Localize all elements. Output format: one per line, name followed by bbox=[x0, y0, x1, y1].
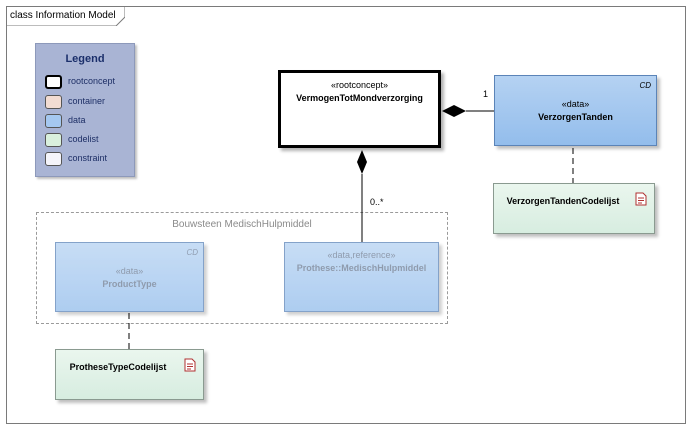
legend-swatch bbox=[45, 114, 62, 128]
legend-label: constraint bbox=[68, 153, 108, 163]
rootconcept-class[interactable]: «rootconcept» VermogenTotMondverzorging bbox=[278, 70, 441, 148]
multiplicity-label: 1 bbox=[483, 89, 489, 99]
data-class-verzorgentanden[interactable]: CD «data» VerzorgenTanden bbox=[494, 75, 657, 146]
legend-item-codelist: codelist bbox=[45, 133, 135, 149]
composition-diamond-icon bbox=[442, 105, 466, 117]
legend-swatch bbox=[45, 133, 62, 147]
codelist-class-verzorgentanden[interactable]: VerzorgenTandenCodelijst bbox=[493, 183, 655, 234]
frame-title: class Information Model bbox=[10, 10, 116, 21]
class-name: ProtheseTypeCodelijst bbox=[69, 362, 167, 372]
class-name: VerzorgenTandenCodelijst bbox=[506, 196, 620, 206]
frame-title-tab bbox=[6, 6, 125, 26]
legend-item-container: container bbox=[45, 95, 135, 111]
legend-title: Legend bbox=[65, 53, 105, 65]
class-name: Prothese::MedischHulpmiddel bbox=[296, 263, 427, 273]
data-class-prothese[interactable]: «data,reference» Prothese::MedischHulpmi… bbox=[284, 242, 439, 312]
codelist-icon bbox=[635, 192, 647, 206]
legend-swatch bbox=[45, 95, 62, 109]
class-name: ProductType bbox=[102, 279, 157, 289]
composition-diamond-icon bbox=[357, 150, 367, 174]
package-boundary[interactable] bbox=[36, 212, 448, 324]
diagram-frame bbox=[6, 6, 686, 424]
class-name: VerzorgenTanden bbox=[538, 112, 613, 122]
stereotype-label: «rootconcept» bbox=[330, 80, 389, 90]
cd-tag: CD bbox=[186, 248, 198, 257]
multiplicity-label: 0..* bbox=[370, 197, 384, 207]
package-title: Bouwsteen MedischHulpmiddel bbox=[172, 219, 312, 230]
codelist-class-prothesetype[interactable]: ProtheseTypeCodelijst bbox=[55, 349, 204, 400]
legend-label: rootconcept bbox=[68, 76, 116, 86]
legend[interactable]: Legend rootconcept container data codeli… bbox=[35, 43, 135, 177]
legend-label: data bbox=[68, 115, 86, 125]
stereotype-label: «data» bbox=[561, 99, 590, 109]
legend-label: codelist bbox=[68, 134, 99, 144]
legend-swatch bbox=[45, 152, 62, 166]
legend-swatch bbox=[45, 75, 62, 89]
legend-label: container bbox=[68, 96, 106, 106]
data-class-producttype[interactable]: CD «data» ProductType bbox=[55, 242, 204, 312]
stereotype-label: «data» bbox=[115, 266, 144, 276]
legend-item-rootconcept: rootconcept bbox=[45, 75, 135, 91]
legend-item-data: data bbox=[45, 114, 135, 130]
cd-tag: CD bbox=[639, 81, 651, 90]
stereotype-label: «data,reference» bbox=[327, 250, 396, 260]
legend-item-constraint: constraint bbox=[45, 152, 135, 168]
codelist-icon bbox=[184, 358, 196, 372]
class-name: VermogenTotMondverzorging bbox=[296, 93, 423, 103]
